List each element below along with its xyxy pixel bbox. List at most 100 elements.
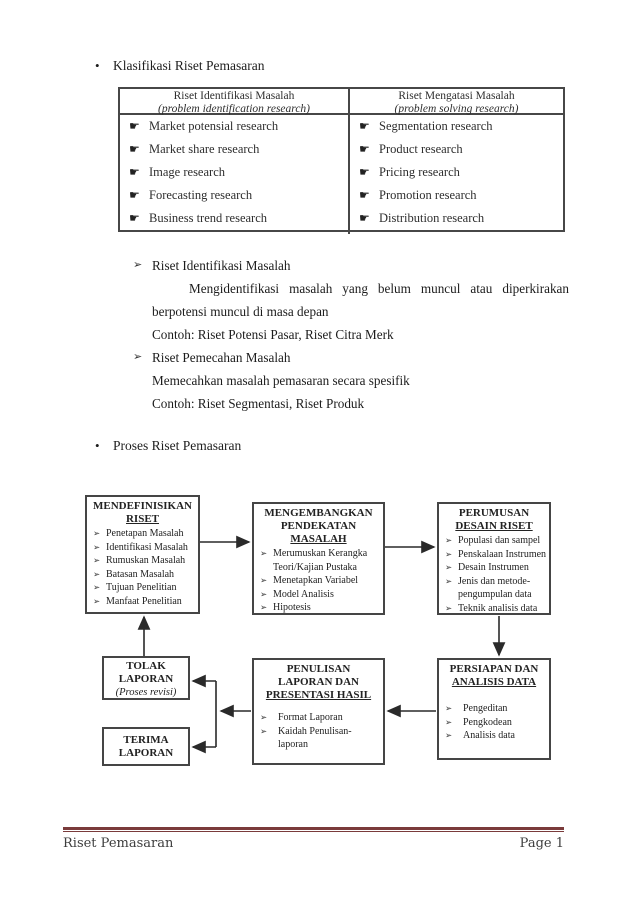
arrowhead-bullet-icon: ➢ [445, 562, 453, 572]
box-title-line: TERIMA [123, 734, 169, 746]
flow-item-label: Kaidah Penulisan- [278, 725, 352, 737]
arrowhead-bullet-icon: ➢ [133, 259, 143, 271]
flow-item-label: Batasan Masalah [106, 568, 175, 580]
table-item-label: Distribution research [379, 211, 485, 225]
flow-item-label: Penskalaan Instrumen [458, 548, 547, 560]
pointing-hand-icon: ☛ [129, 188, 140, 202]
table-item-label: Image research [149, 165, 225, 179]
research-process-flowchart: MENDEFINISIKAN RISET ➢Penetapan Masalah … [0, 480, 638, 810]
box-title: PERSIAPAN DAN [439, 663, 549, 676]
box-title-line: PRESENTASI HASIL [265, 689, 372, 701]
flow-item-label: Rumuskan Masalah [106, 555, 186, 566]
pointing-hand-icon: ☛ [129, 119, 140, 133]
box-title-line: PERSIAPAN DAN [449, 663, 539, 675]
pointing-hand-icon: ☛ [359, 211, 370, 225]
table-column-problem-solving: Riset Mengatasi Masalah (problem solving… [348, 89, 563, 234]
section-heading-klasifikasi: •Klasifikasi Riset Pemasaran [95, 58, 264, 74]
flowchart-box-persiapan-analisis-data: PERSIAPAN DAN ANALISIS DATA ➢Pengeditan … [437, 658, 551, 760]
table-item: ☛ Segmentation research [359, 119, 563, 142]
footer-rule-thick-line [63, 827, 564, 830]
flow-item: ➢ Merumuskan Kerangka [260, 547, 381, 561]
table-item-label: Market share research [149, 142, 260, 156]
box-title: PENDEKATAN [254, 520, 383, 533]
arrowhead-bullet-icon: ➢ [93, 568, 101, 579]
box-title-line: DESAIN RISET [455, 520, 533, 532]
note-paragraph: Mengidentifikasi masalah yang belum munc… [152, 281, 569, 319]
arrowhead-bullet-icon: ➢ [93, 582, 101, 592]
table-item-label: Pricing research [379, 165, 460, 179]
note-title-label: Riset Pemecahan Masalah [152, 350, 291, 365]
column-subtitle: (problem identification research) [157, 102, 311, 115]
table-column-problem-identification: Riset Identifikasi Masalah (problem iden… [120, 89, 348, 234]
table-item-label: Promotion research [379, 188, 477, 202]
flow-item: ➢Pengeditan [445, 702, 547, 716]
flow-item-continuation: laporan [260, 738, 381, 752]
flow-item-label: Populasi dan sampel [458, 535, 541, 546]
flow-item-label: laporan [278, 739, 308, 750]
flow-item-continuation: pengumpulan data [445, 588, 547, 602]
flow-item-label: Pengeditan [463, 703, 508, 714]
flow-item: ➢Tujuan Penelitian [93, 581, 196, 595]
flow-item: ➢ Desain Instrumen [445, 561, 547, 575]
table-item-label: Forecasting research [149, 188, 253, 202]
flow-item: ➢Penetapan Masalah [93, 527, 196, 541]
pointing-hand-icon: ☛ [359, 119, 370, 133]
flow-item: ➢Manfaat Penelitian [93, 595, 196, 609]
column-items: ☛Segmentation research ☛Product research… [350, 115, 563, 234]
box-title: PRESENTASI HASIL [254, 689, 383, 702]
table-item: ☛Market potensial research [129, 119, 348, 142]
column-title: Riset Mengatasi Masalah [398, 90, 515, 102]
flow-item-label: Identifikasi Masalah [106, 541, 188, 553]
flow-item: ➢Penskalaan Instrumen [445, 548, 547, 562]
box-title-line: LAPORAN [118, 673, 174, 685]
footer-document-title: Riset Pemasaran [63, 836, 174, 851]
arrowhead-bullet-icon: ➢ [133, 351, 143, 363]
spacer [439, 689, 549, 701]
flow-item-label: Manfaat Penelitian [106, 595, 182, 607]
flow-item-label: Model Analisis [273, 588, 334, 600]
flow-item: ➢Format Laporan [260, 711, 381, 725]
box-title-line: TOLAK [126, 660, 166, 672]
note-description: Memecahkan masalah pemasaran secara spes… [152, 373, 410, 388]
table-item: ☛ Distribution research [359, 211, 563, 234]
flow-item: ➢Populasi dan sampel [445, 534, 547, 548]
note-title-pemecahan: ➢ Riset Pemecahan Masalah [133, 346, 569, 369]
flowchart-box-terima-laporan: TERIMA LAPORAN [102, 727, 190, 766]
note-example: Contoh: Riset Potensi Pasar, Riset Citra… [152, 327, 394, 342]
pointing-hand-icon: ☛ [359, 188, 370, 202]
column-header: Riset Identifikasi Masalah (problem iden… [120, 89, 348, 115]
table-item: ☛Image research [129, 165, 348, 188]
classification-table: Riset Identifikasi Masalah (problem iden… [118, 87, 565, 234]
box-title: LAPORAN [104, 673, 188, 686]
table-item: ☛ Forecasting research [129, 188, 348, 211]
flowchart-box-mengembangkan-pendekatan: MENGEMBANGKAN PENDEKATAN MASALAH ➢Merumu… [252, 502, 385, 615]
box-title-line: LAPORAN [118, 747, 174, 759]
box-title-line: RISET [125, 513, 160, 525]
flow-item-label: Desain Instrumen [458, 562, 529, 573]
pointing-hand-icon: ☛ [129, 211, 140, 225]
arrowhead-bullet-icon: ➢ [445, 602, 453, 613]
pointing-hand-icon: ☛ [129, 142, 140, 156]
box-items: ➢Populasi dan sampel ➢Penskalaan Instrum… [439, 533, 549, 615]
section-heading-label: Klasifikasi Riset Pemasaran [113, 58, 265, 73]
arrowhead-bullet-icon: ➢ [260, 548, 268, 558]
box-title: PENULISAN [254, 663, 383, 676]
flow-item-label: Menetapkan Variabel [273, 575, 359, 586]
page-footer: Riset Pemasaran Page 1 [63, 836, 564, 851]
column-subtitle: (problem solving research) [394, 102, 519, 115]
column-items: ☛Market potensial research ☛ Market share… [120, 115, 348, 234]
flowchart-box-mendefinisikan-riset: MENDEFINISIKAN RISET ➢Penetapan Masalah … [85, 495, 200, 614]
box-subtitle: (Proses revisi) [115, 687, 177, 698]
box-title-line: PENDEKATAN [280, 520, 357, 532]
box-title: TOLAK [104, 660, 188, 673]
arrowhead-bullet-icon: ➢ [260, 588, 268, 599]
arrowhead-bullet-icon: ➢ [445, 575, 453, 586]
note-example: Contoh: Riset Segmentasi, Riset Produk [152, 396, 365, 411]
box-items: ➢Penetapan Masalah ➢ Identifikasi Masalah… [87, 526, 198, 608]
flow-item-label: Teknik analisis data [458, 602, 538, 614]
flow-item-continuation: Teori/Kajian Pustaka [260, 561, 381, 575]
spacer [254, 702, 383, 710]
flow-item-label: Merumuskan Kerangka [273, 548, 368, 559]
table-item-label: Segmentation research [379, 119, 493, 133]
